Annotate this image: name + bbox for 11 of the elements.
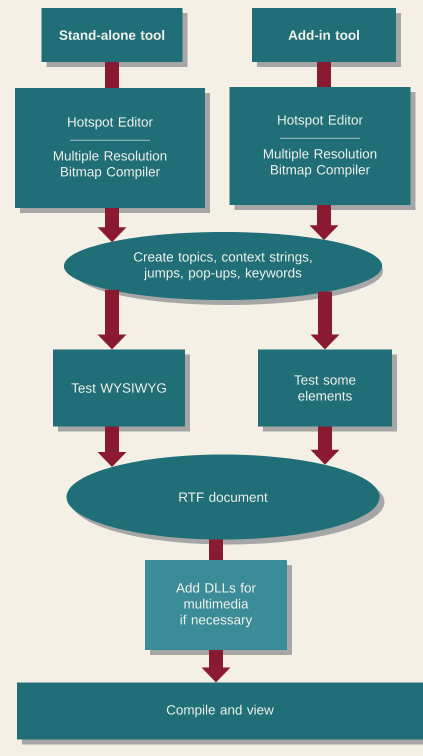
process-box: Test some elements [258, 350, 397, 432]
process-box: Hotspot Editor Multiple Resolution Bitmap Compiler [230, 87, 416, 210]
process-box: Hotspot Editor Multiple Resolution Bitmap Compiler [15, 88, 210, 213]
process-box: Add DLLs for multimedia if necessary [145, 560, 292, 655]
process-box: Stand-alone tool [42, 8, 188, 67]
connector-line [105, 62, 119, 88]
process-box: Compile and view [17, 682, 423, 744]
connector-line [317, 62, 331, 87]
connector-line [209, 539, 223, 560]
process-box: Test WYSIWYG [53, 350, 190, 432]
process-box: Add-in tool [252, 8, 401, 67]
